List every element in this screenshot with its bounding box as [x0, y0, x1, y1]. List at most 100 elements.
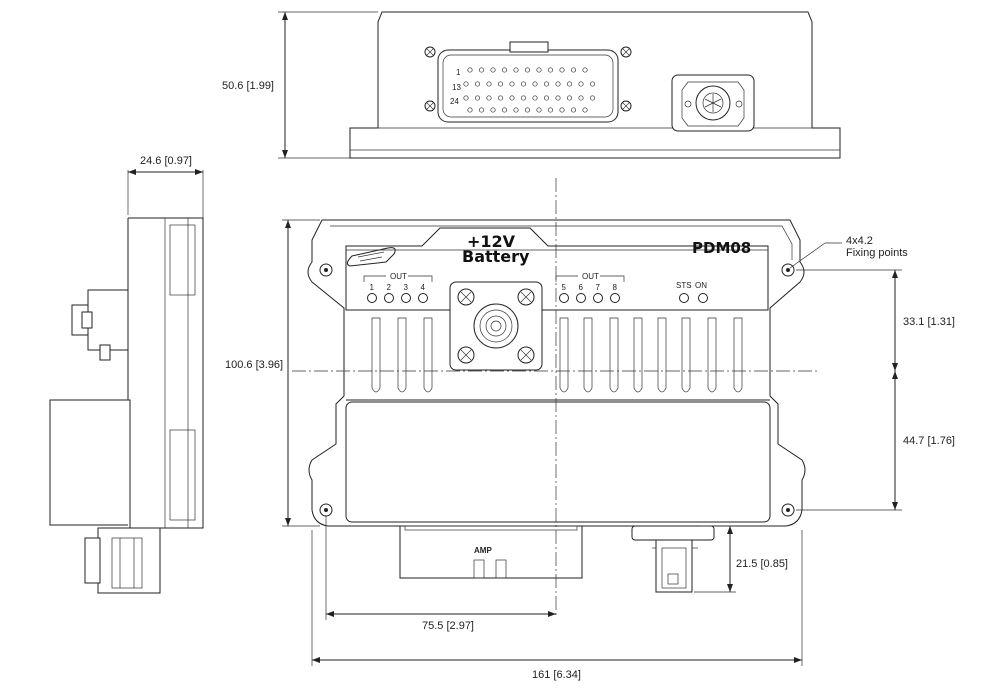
- screw-icon: [620, 46, 632, 58]
- screw-icon: [457, 288, 475, 306]
- fixing-size-label: 4x4.2: [846, 235, 873, 247]
- fin: [559, 317, 569, 393]
- dim-label-height-front: 100.6 [3.96]: [225, 359, 283, 371]
- fixing-hole-icon: [319, 263, 333, 277]
- pin-icon: [486, 81, 492, 87]
- pin-icon: [582, 67, 588, 73]
- dim-center-offset: 75.5 [2.97]: [325, 516, 556, 632]
- pin-label-24: 24: [450, 97, 459, 106]
- pin-icon: [520, 95, 527, 101]
- battery-connector: [671, 74, 755, 132]
- dim-label-height-top: 50.6 [1.99]: [222, 80, 274, 92]
- cooling-fins: [371, 317, 743, 393]
- pin-icon: [578, 95, 584, 101]
- model-label: PDM08: [692, 239, 751, 257]
- dim-height-front: 100.6 [3.96]: [225, 219, 320, 527]
- led-indicator-icon: [593, 293, 603, 303]
- pin-icon: [536, 67, 542, 73]
- power-label-voltage: +12V: [467, 232, 516, 251]
- side-view: 24.6 [0.97]: [49, 155, 204, 594]
- pin-icon: [578, 81, 584, 87]
- fin: [681, 317, 691, 393]
- connector-brand-label: AMP: [474, 546, 492, 555]
- status-led-icon: [679, 293, 689, 303]
- brand-logo-icon: [346, 247, 396, 267]
- led-indicator-icon: [610, 293, 620, 303]
- dim-height-top: 50.6 [1.99]: [222, 11, 378, 159]
- multipin-connector: 1 13 24: [437, 41, 619, 123]
- dim-label-center-offset: 75.5 [2.97]: [422, 620, 474, 632]
- pin-icon: [582, 107, 588, 113]
- fin: [583, 317, 593, 393]
- pin-icon: [589, 81, 596, 87]
- status-led-icon: [698, 293, 708, 303]
- led-label: 4: [421, 283, 426, 292]
- fixing-points-callout: 4x4.2 Fixing points: [789, 235, 908, 269]
- led-indicator-icon: [384, 293, 394, 303]
- status-led-label: ON: [695, 281, 707, 290]
- pin-icon: [532, 81, 538, 87]
- led-indicator-icon: [418, 293, 428, 303]
- pin-icon: [501, 67, 508, 73]
- pin-icon: [501, 107, 508, 113]
- screw-icon: [517, 288, 535, 306]
- led-label: 3: [404, 283, 409, 292]
- screw-icon: [457, 346, 475, 364]
- out-label-left: OUT: [390, 272, 407, 281]
- pin-icon: [570, 67, 577, 73]
- bottom-connector: AMP: [399, 525, 583, 579]
- fin: [733, 317, 743, 393]
- fin: [633, 317, 643, 393]
- dim-fixing-vertical: 33.1 [1.31] 44.7 [1.76]: [796, 269, 955, 511]
- pin-icon: [532, 95, 538, 101]
- pin-icon: [570, 107, 577, 113]
- pin-icon: [555, 81, 561, 87]
- led-label: 1: [370, 283, 375, 292]
- pin-icon: [559, 67, 565, 73]
- pin-icon: [490, 67, 496, 73]
- pin-label-13: 13: [452, 83, 461, 92]
- pin-icon: [478, 107, 485, 113]
- pin-icon: [467, 67, 473, 73]
- fin: [371, 317, 381, 393]
- led-indicator-icon: [367, 293, 377, 303]
- pin-icon: [547, 67, 554, 73]
- led-label: 6: [579, 283, 584, 292]
- status-led-label: STS: [676, 281, 692, 290]
- fixing-hole-icon: [781, 263, 795, 277]
- led-label: 2: [387, 283, 392, 292]
- top-view: 1 13 24: [349, 11, 841, 159]
- screw-icon: [517, 346, 535, 364]
- led-indicator-icon: [401, 293, 411, 303]
- pin-icon: [543, 95, 550, 101]
- pin-icon: [547, 107, 554, 113]
- pin-icon: [543, 81, 550, 87]
- pin-icon: [474, 81, 481, 87]
- fixing-points-label: Fixing points: [846, 247, 908, 259]
- pin-icon: [536, 107, 542, 113]
- led-indicator-icon: [576, 293, 586, 303]
- fin: [423, 317, 433, 393]
- screw-icon: [424, 46, 436, 58]
- pin-grid: [463, 67, 596, 113]
- dim-connector-height: 21.5 [0.85]: [694, 525, 788, 593]
- pin-icon: [509, 95, 515, 101]
- bottom-battery-connector: [631, 525, 715, 593]
- pin-icon: [467, 107, 473, 113]
- fixing-hole-icon: [319, 503, 333, 517]
- battery-stud: [449, 281, 543, 371]
- fin: [707, 317, 717, 393]
- power-label-battery: Battery: [462, 247, 530, 266]
- led-label: 8: [613, 283, 618, 292]
- led-label: 7: [596, 283, 601, 292]
- pin-icon: [524, 67, 531, 73]
- fin: [397, 317, 407, 393]
- pin-icon: [520, 81, 527, 87]
- pin-icon: [513, 67, 519, 73]
- pin-icon: [490, 107, 496, 113]
